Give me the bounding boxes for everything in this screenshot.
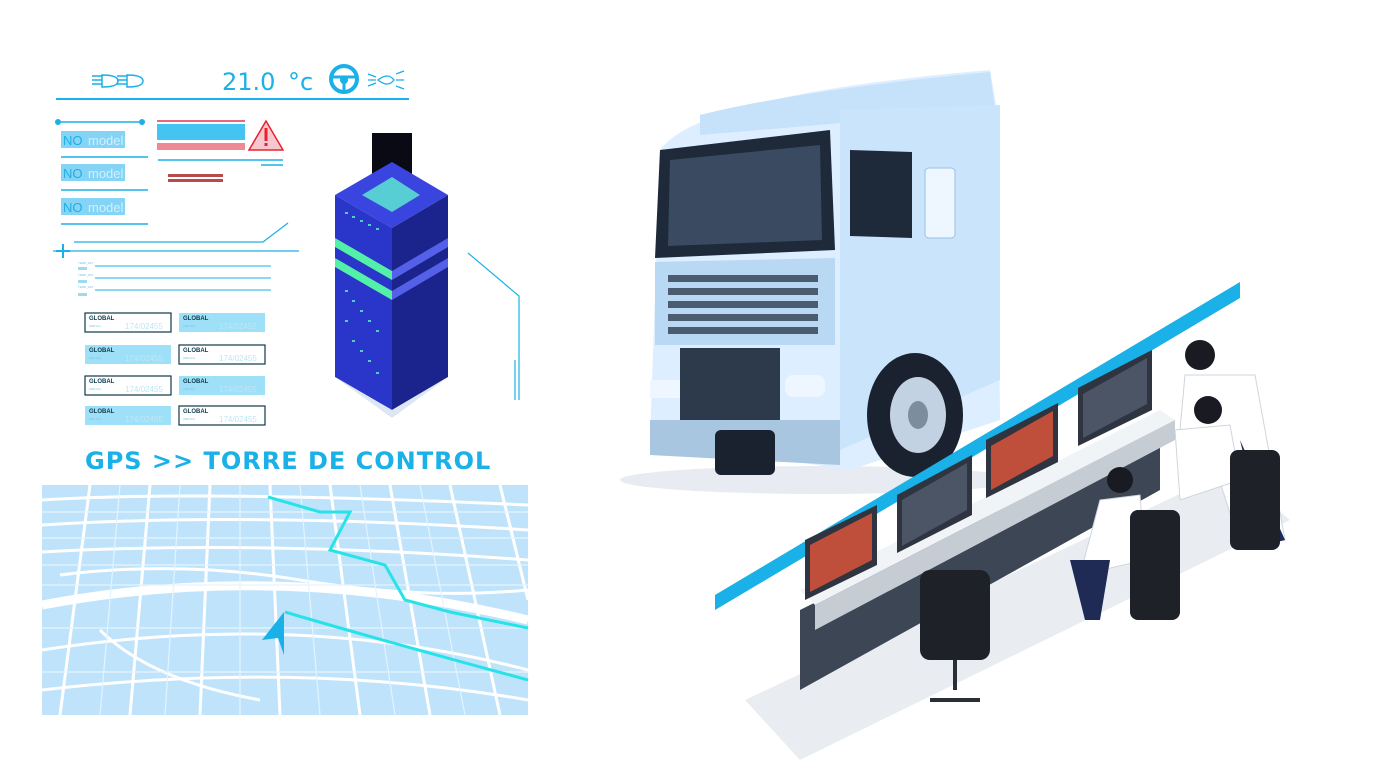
card-code: 174/02455 (125, 322, 163, 331)
card-title: GLOBAL (89, 409, 115, 415)
card-subtitle: [SET-01] (89, 324, 101, 328)
wheel-icon (867, 353, 963, 477)
global-card: GLOBAL [SET-01] 174/02455 (179, 313, 265, 332)
global-card: GLOBAL [SET-01] 174/02455 (85, 345, 171, 364)
card-code: 174/02455 (219, 415, 257, 424)
model-prefix: NO (63, 166, 83, 181)
card-code: 174/02455 (125, 354, 163, 363)
navigation-arrow-icon (262, 612, 284, 655)
card-title: GLOBAL (183, 348, 209, 354)
steering-wheel-icon (329, 64, 359, 94)
plus-icon (56, 244, 70, 258)
card-subtitle: [SET-01] (183, 417, 195, 421)
monitor (897, 455, 972, 553)
global-card: GLOBAL [SET-01] 174/02455 (179, 376, 265, 395)
field-label: TEMP_001 (78, 261, 93, 265)
operator (1174, 396, 1280, 550)
global-card: GLOBAL [SET-01] 174/02455 (84, 375, 172, 396)
monitor (986, 403, 1058, 498)
card-title: GLOBAL (89, 348, 115, 354)
temperature-unit: °c (288, 68, 313, 96)
card-subtitle: [SET-01] (89, 356, 101, 360)
card-code: 174/02455 (125, 415, 163, 424)
card-title: GLOBAL (183, 316, 209, 322)
chair (1230, 450, 1280, 550)
monitor (805, 505, 877, 600)
global-card: GLOBAL [SET-01] 174/02455 (178, 344, 266, 365)
dashboard-panel: 21.0 °c NO model NO model NO model (53, 64, 409, 426)
temperature-value: 21.0 (222, 68, 275, 96)
card-code: 174/02455 (125, 385, 163, 394)
control-room-illustration (745, 340, 1290, 760)
card-code: 174/02455 (219, 385, 257, 394)
card-subtitle: [SET-01] (183, 387, 195, 391)
gps-map (41, 484, 530, 716)
field-label: TEMP_003 (78, 285, 93, 289)
model-label: model (88, 166, 124, 181)
model-row: NO model (61, 131, 148, 158)
card-grid: GLOBAL[SET-01]174/02455GLOBAL[SET-01]174… (84, 312, 266, 426)
chair (1130, 510, 1180, 620)
status-bar (157, 120, 283, 182)
card-title: GLOBAL (89, 379, 115, 385)
field-label: TEMP_002 (78, 273, 93, 277)
card-subtitle: [SET-01] (89, 417, 101, 421)
card-title: GLOBAL (183, 409, 209, 415)
truck-illustration (620, 70, 1020, 494)
route-line (267, 495, 529, 630)
server-tower-icon (335, 133, 520, 418)
global-card: GLOBAL [SET-01] 174/02455 (84, 312, 172, 333)
chair (920, 570, 990, 660)
card-title: GLOBAL (183, 379, 209, 385)
field-lines: TEMP_001 TEMP_002 TEMP_003 (78, 261, 271, 296)
monitor (1078, 350, 1152, 446)
warning-icon (247, 119, 285, 151)
headlight-icon (92, 74, 144, 88)
model-label: model (88, 133, 124, 148)
card-code: 174/02455 (219, 322, 257, 331)
model-prefix: NO (63, 200, 83, 215)
card-subtitle: [SET-01] (89, 387, 101, 391)
model-row: NO model (61, 198, 148, 225)
model-label: model (88, 200, 124, 215)
model-prefix: NO (63, 133, 83, 148)
headline: GPS >> TORRE DE CONTROL (85, 447, 491, 475)
card-code: 174/02455 (219, 354, 257, 363)
fog-light-icon (367, 70, 405, 90)
global-card: GLOBAL [SET-01] 174/02455 (178, 405, 266, 426)
card-subtitle: [SET-01] (183, 356, 195, 360)
card-subtitle: [SET-01] (183, 324, 195, 328)
card-title: GLOBAL (89, 316, 115, 322)
global-card: GLOBAL [SET-01] 174/02455 (85, 406, 171, 425)
operator (1070, 467, 1180, 620)
model-row: NO model (61, 164, 148, 191)
